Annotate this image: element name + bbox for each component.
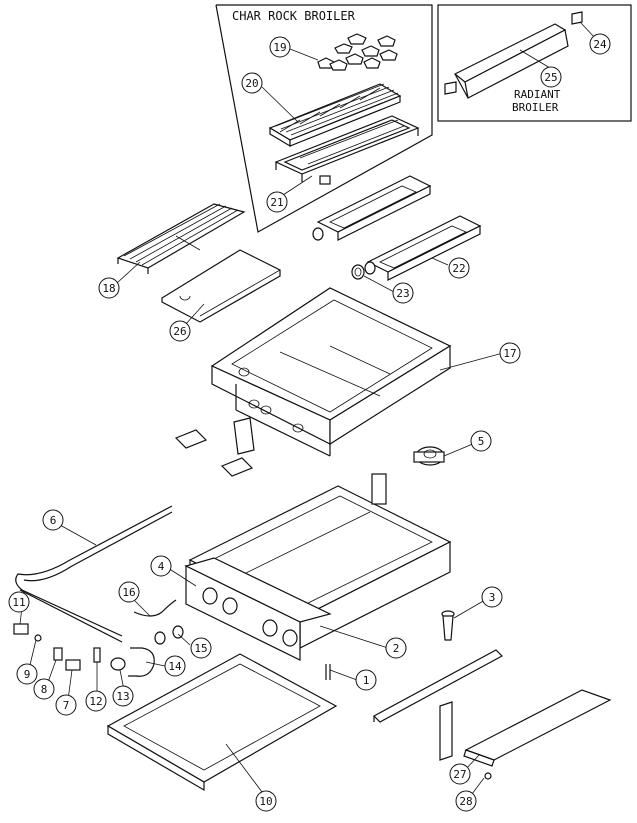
part-rock-grate	[268, 83, 402, 148]
svg-text:24: 24	[593, 38, 607, 51]
callout-28: 28	[455, 790, 477, 812]
svg-text:10: 10	[259, 795, 272, 808]
callout-13: 13	[112, 685, 134, 707]
svg-text:22: 22	[452, 262, 465, 275]
svg-text:8: 8	[41, 683, 48, 696]
svg-text:21: 21	[270, 196, 283, 209]
callout-23: 23	[392, 282, 414, 304]
part-thermocouple-wire	[133, 599, 177, 617]
part-char-rocks	[317, 33, 398, 71]
callout-12: 12	[85, 690, 107, 712]
svg-text:26: 26	[173, 325, 186, 338]
callout-26: 26	[169, 320, 191, 342]
svg-text:1: 1	[363, 674, 370, 687]
part-drip-tray	[106, 653, 338, 792]
callout-18: 18	[98, 277, 120, 299]
callout-19: 19	[269, 36, 291, 58]
svg-text:3: 3	[489, 591, 496, 604]
callout-17: 17	[499, 342, 521, 364]
char-rock-broiler-inset: CHAR ROCK BROILER	[215, 4, 433, 233]
svg-text:7: 7	[63, 699, 70, 712]
part-radiant	[453, 23, 569, 99]
part-radiant-clip	[444, 11, 583, 95]
svg-text:12: 12	[89, 695, 102, 708]
part-heat-shield	[161, 249, 281, 323]
part-cooking-grate	[116, 203, 246, 274]
callout-14: 14	[164, 655, 186, 677]
callout-8: 8	[33, 678, 55, 700]
part-u-tube	[128, 647, 155, 677]
svg-text:11: 11	[12, 596, 25, 609]
callout-4: 4	[150, 555, 172, 577]
svg-text:5: 5	[478, 435, 485, 448]
svg-text:23: 23	[396, 287, 409, 300]
svg-text:2: 2	[393, 642, 400, 655]
callout-3: 3	[481, 586, 503, 608]
svg-text:28: 28	[459, 795, 472, 808]
svg-text:17: 17	[503, 347, 516, 360]
part-rock-frame	[274, 115, 420, 185]
callout-27: 27	[449, 763, 471, 785]
callout-22: 22	[448, 257, 470, 279]
svg-text:6: 6	[50, 514, 57, 527]
part-burners	[312, 175, 482, 281]
callout-1: 1	[355, 669, 377, 691]
callout-16: 16	[118, 581, 140, 603]
part-screw	[484, 772, 492, 780]
svg-text:15: 15	[194, 642, 207, 655]
part-leg	[441, 610, 455, 641]
callout-6: 6	[42, 509, 64, 531]
part-body	[210, 287, 452, 457]
radiant-broiler-title-line2: BROILER	[512, 101, 559, 114]
part-gas-manifold	[15, 505, 173, 643]
part-side-panel	[463, 689, 612, 767]
radiant-broiler-title-line1: RADIANT	[514, 88, 561, 101]
svg-text:4: 4	[158, 560, 165, 573]
callout-24: 24	[589, 33, 611, 55]
svg-text:9: 9	[24, 668, 31, 681]
radiant-broiler-inset: RADIANT BROILER	[437, 4, 632, 122]
svg-text:20: 20	[245, 77, 258, 90]
svg-text:27: 27	[453, 768, 466, 781]
svg-text:14: 14	[168, 660, 182, 673]
callout-20: 20	[241, 72, 263, 94]
callout-10: 10	[255, 790, 277, 812]
callout-9: 9	[16, 663, 38, 685]
svg-text:16: 16	[122, 586, 135, 599]
part-control-panel	[184, 557, 332, 680]
part-gas-regulator	[413, 446, 445, 466]
svg-text:25: 25	[544, 71, 557, 84]
svg-text:18: 18	[102, 282, 115, 295]
part-side-rail	[373, 649, 503, 761]
char-rock-broiler-title: CHAR ROCK BROILER	[232, 9, 356, 23]
part-valve-components	[13, 623, 184, 671]
callout-11: 11	[8, 591, 30, 613]
svg-text:19: 19	[273, 41, 286, 54]
callout-5: 5	[470, 430, 492, 452]
svg-text:13: 13	[116, 690, 129, 703]
callout-15: 15	[190, 637, 212, 659]
callout-2: 2	[385, 637, 407, 659]
part-brackets	[174, 417, 255, 477]
callout-21: 21	[266, 191, 288, 213]
callout-25: 25	[540, 66, 562, 88]
part-orifice-nut	[351, 264, 365, 280]
callout-7: 7	[55, 694, 77, 716]
